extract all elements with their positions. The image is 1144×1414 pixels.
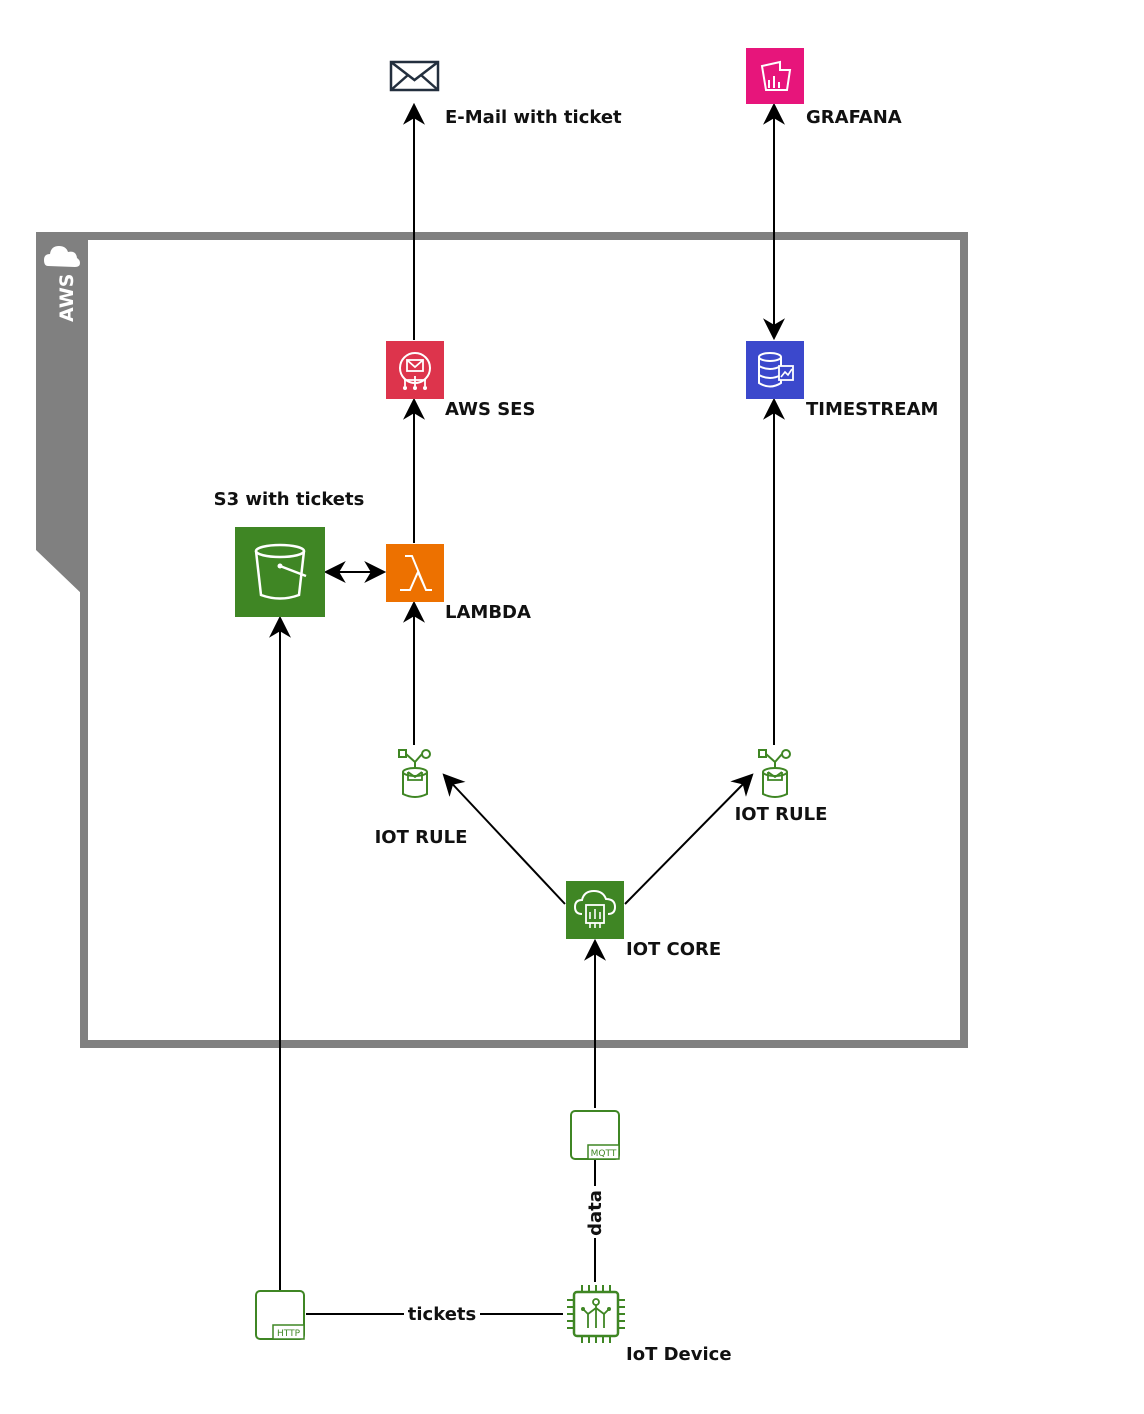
http-node: HTTP: [255, 1290, 305, 1340]
aws-cloud-tab: [36, 232, 84, 596]
s3-label: S3 with tickets: [214, 489, 365, 510]
iot-rule-right-node: IOT RULE: [735, 749, 828, 825]
cloud-icon: [44, 246, 80, 267]
iot-device-label: IoT Device: [626, 1344, 732, 1365]
iot-rule-left-label: IOT RULE: [375, 827, 468, 848]
edge-label-tickets: tickets: [408, 1304, 476, 1325]
ses-node: AWS SES: [386, 341, 535, 420]
http-protocol-icon: HTTP: [255, 1290, 305, 1340]
lambda-node: LAMBDA: [386, 544, 531, 623]
iot-core-label: IOT CORE: [626, 939, 721, 960]
ses-label: AWS SES: [445, 399, 535, 420]
s3-node: S3 with tickets: [214, 489, 365, 617]
iot-core-icon: [566, 881, 624, 939]
edges: [269, 102, 785, 1315]
mqtt-tag: MQTT: [591, 1149, 617, 1159]
timestream-node: TIMESTREAM: [746, 341, 938, 420]
grafana-label: GRAFANA: [806, 107, 902, 128]
aws-cloud-label: AWS: [56, 274, 78, 323]
envelope-icon: [389, 60, 440, 92]
mqtt-node: MQTT: [570, 1110, 620, 1160]
email-label: E-Mail with ticket: [445, 107, 622, 128]
iot-rule-left-node: IOT RULE: [375, 749, 468, 848]
iot-rule-icon: [398, 749, 431, 798]
lambda-icon: [386, 544, 444, 602]
iot-device-node: IoT Device: [567, 1285, 732, 1365]
iot-rule-right-label: IOT RULE: [735, 804, 828, 825]
ses-icon: [386, 341, 444, 399]
http-tag: HTTP: [277, 1329, 301, 1339]
aws-cloud-border: [80, 232, 968, 1048]
grafana-icon: [746, 48, 804, 104]
iot-rule-icon: [758, 749, 791, 798]
edge-core-to-rule-left: [442, 773, 566, 905]
iot-device-chip-icon: [567, 1285, 625, 1343]
edge-core-to-rule-right: [624, 773, 754, 905]
lambda-label: LAMBDA: [445, 602, 531, 623]
mqtt-protocol-icon: MQTT: [570, 1110, 620, 1160]
timestream-icon: [746, 341, 804, 399]
iot-core-node: IOT CORE: [566, 881, 721, 960]
grafana-node: GRAFANA: [746, 48, 902, 128]
email-node: E-Mail with ticket: [389, 60, 622, 128]
edge-label-data: data: [585, 1190, 606, 1236]
aws-cloud-group: AWS: [36, 232, 968, 1048]
s3-bucket-icon: [235, 527, 325, 617]
timestream-label: TIMESTREAM: [806, 399, 938, 420]
